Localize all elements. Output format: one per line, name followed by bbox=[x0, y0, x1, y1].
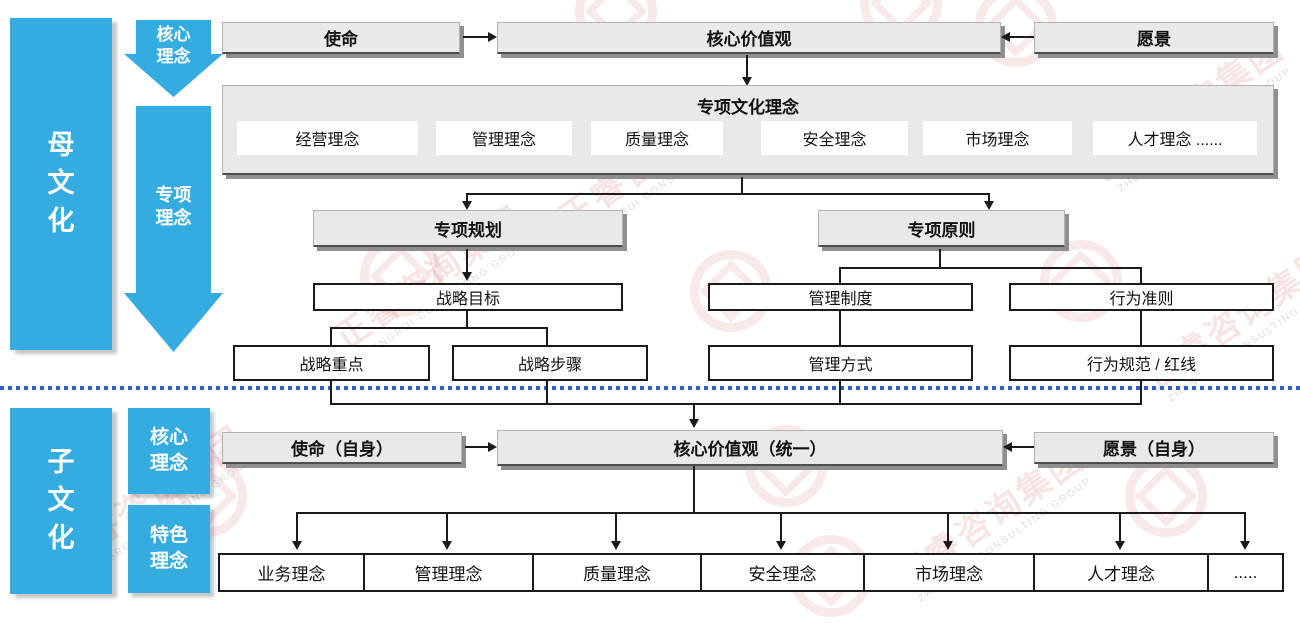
connector bbox=[741, 177, 743, 194]
connector bbox=[465, 446, 490, 448]
arrowhead-right bbox=[488, 442, 497, 452]
arrowhead-right bbox=[488, 32, 497, 42]
connector bbox=[546, 381, 548, 405]
management-methods-box: 管理方式 bbox=[708, 345, 973, 381]
connector bbox=[1140, 311, 1142, 345]
connector bbox=[1140, 381, 1142, 405]
special-culture-title: 专项文化理念 bbox=[697, 98, 799, 117]
connector bbox=[330, 381, 332, 405]
arrowhead-down bbox=[292, 541, 302, 550]
connector bbox=[330, 403, 1142, 405]
idea-item: 市场理念 bbox=[923, 121, 1072, 155]
idea-cell: 安全理念 bbox=[702, 555, 865, 590]
connector bbox=[296, 512, 298, 542]
connector bbox=[1119, 512, 1121, 542]
arrowhead-down bbox=[984, 201, 994, 210]
idea-cell: 人才理念 bbox=[1035, 555, 1209, 590]
behavior-norms-box: 行为规范 / 红线 bbox=[1009, 345, 1274, 381]
connector bbox=[693, 403, 695, 420]
arrowhead-left bbox=[1003, 442, 1012, 452]
connector bbox=[466, 249, 468, 272]
arrowhead-down bbox=[689, 419, 699, 428]
arrowhead-down bbox=[442, 541, 452, 550]
connector bbox=[1010, 446, 1034, 448]
strategy-focus-box: 战略重点 bbox=[233, 345, 430, 381]
strategy-goal-box: 战略目标 bbox=[313, 283, 623, 311]
connector bbox=[615, 512, 617, 542]
connector bbox=[466, 311, 468, 328]
section-divider bbox=[0, 386, 1300, 390]
brand-watermark: 正睿咨询集团 ZHENGRUI CONSULTING GROUP bbox=[1138, 239, 1300, 404]
arrowhead-down bbox=[1240, 541, 1250, 550]
arrowhead-down bbox=[742, 77, 752, 86]
core-idea-arrow: 核心 理念 bbox=[124, 20, 223, 97]
arrowhead-down bbox=[462, 272, 472, 281]
arrowhead-down bbox=[776, 541, 786, 550]
idea-item: 质量理念 bbox=[591, 121, 723, 155]
connector bbox=[466, 193, 468, 201]
connector bbox=[446, 512, 448, 542]
connector bbox=[839, 311, 841, 345]
vision-box: 愿景 bbox=[1034, 22, 1274, 54]
mission-box: 使命 bbox=[222, 22, 460, 54]
connector bbox=[1244, 512, 1246, 542]
special-idea-arrow: 专项 理念 bbox=[124, 106, 223, 352]
management-system-box: 管理制度 bbox=[708, 283, 973, 311]
connector bbox=[1140, 267, 1142, 283]
connector bbox=[746, 55, 748, 79]
idea-cell: 市场理念 bbox=[865, 555, 1035, 590]
connector bbox=[947, 512, 949, 542]
child-core-values-box: 核心价值观（统一） bbox=[497, 430, 1003, 466]
connector bbox=[839, 267, 841, 283]
connector bbox=[839, 381, 841, 405]
special-principles-header: 专项原则 bbox=[818, 210, 1065, 247]
connector bbox=[1008, 36, 1034, 38]
connector bbox=[693, 466, 695, 514]
connector bbox=[839, 267, 1142, 269]
idea-cell: 管理理念 bbox=[365, 555, 534, 590]
idea-item: 管理理念 bbox=[436, 121, 572, 155]
child-mission-box: 使命（自身） bbox=[222, 432, 462, 464]
special-planning-header: 专项规划 bbox=[313, 210, 623, 247]
connector bbox=[780, 512, 782, 542]
idea-item: 经营理念 bbox=[237, 121, 418, 155]
core-idea-tag: 核心 理念 bbox=[128, 408, 210, 494]
child-culture-bar: 子 文 化 bbox=[10, 408, 112, 594]
arrowhead-down bbox=[462, 201, 472, 210]
arrowhead-down bbox=[611, 541, 621, 550]
arrowhead-down bbox=[1115, 541, 1125, 550]
connector bbox=[466, 193, 990, 195]
arrowhead-left bbox=[1001, 32, 1010, 42]
feature-idea-tag: 特色 理念 bbox=[128, 505, 210, 593]
idea-cell: ..... bbox=[1233, 562, 1258, 582]
idea-item: 安全理念 bbox=[761, 121, 908, 155]
core-values-box: 核心价值观 bbox=[497, 22, 1001, 54]
child-idea-row: 业务理念 管理理念 质量理念 安全理念 市场理念 人才理念 ..... bbox=[218, 553, 1284, 592]
connector bbox=[939, 249, 941, 268]
idea-cell: 业务理念 bbox=[220, 555, 365, 590]
strategy-steps-box: 战略步骤 bbox=[452, 345, 648, 381]
connector bbox=[330, 327, 548, 329]
connector bbox=[988, 193, 990, 201]
brand-seal-watermark-icon bbox=[1125, 455, 1207, 537]
connector bbox=[546, 327, 548, 345]
connector bbox=[463, 36, 490, 38]
idea-item: 人才理念 ...... bbox=[1093, 121, 1257, 155]
conduct-rules-box: 行为准则 bbox=[1009, 283, 1274, 311]
connector bbox=[330, 327, 332, 345]
connector bbox=[296, 512, 1246, 514]
mother-culture-bar: 母 文 化 bbox=[10, 18, 112, 350]
child-vision-box: 愿景（自身） bbox=[1034, 432, 1274, 464]
arrowhead-down bbox=[943, 541, 953, 550]
idea-cell: 质量理念 bbox=[534, 555, 702, 590]
